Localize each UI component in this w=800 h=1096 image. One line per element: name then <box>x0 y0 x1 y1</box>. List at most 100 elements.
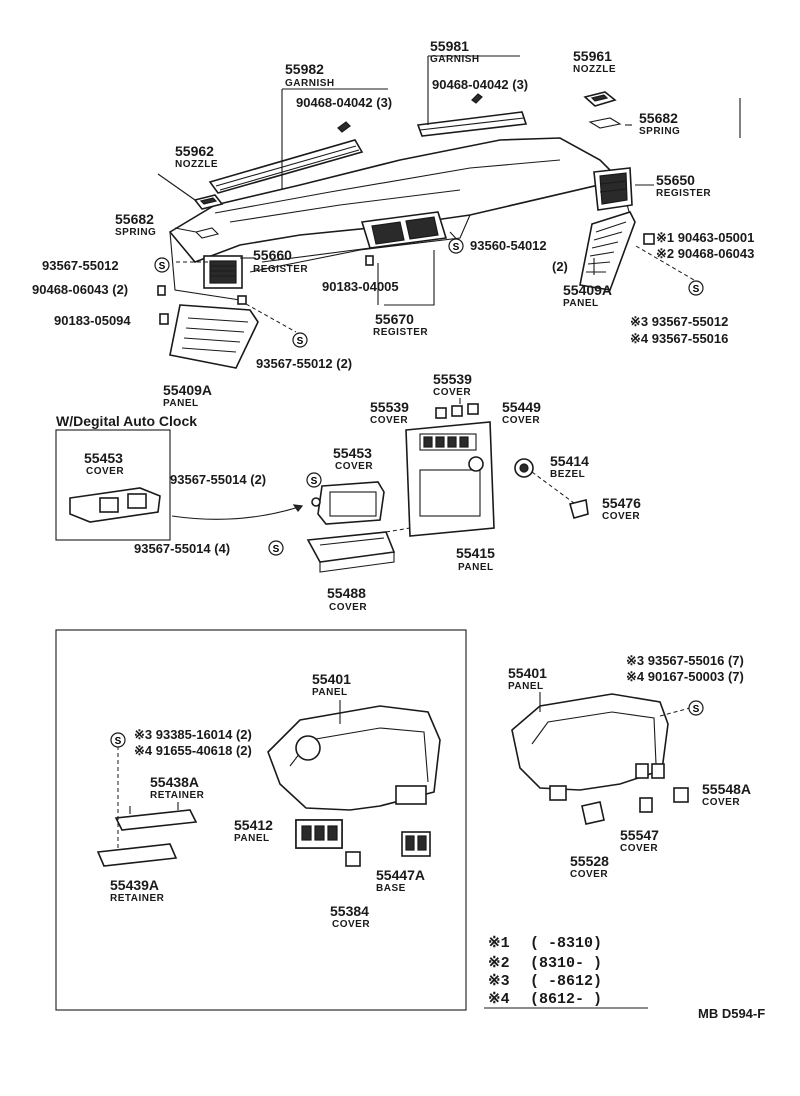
svg-text:55670: 55670 <box>375 311 414 327</box>
retainer-55438a <box>114 802 198 831</box>
svg-text:55438A: 55438A <box>150 774 199 790</box>
cover-55384 <box>345 851 361 867</box>
svg-text:COVER: COVER <box>570 869 608 880</box>
svg-text:BASE: BASE <box>376 883 406 894</box>
screw-symbol-93567-55012-right: S <box>688 280 704 296</box>
svg-text:PANEL: PANEL <box>508 681 544 692</box>
register-55660 <box>203 255 243 289</box>
svg-text:55401: 55401 <box>312 671 351 687</box>
ref-r16: ※3 93385-16014 (2) <box>134 727 252 742</box>
cover-55547 <box>639 797 653 813</box>
svg-text:SPRING: SPRING <box>639 126 680 137</box>
screw-symbol-93567-55012-left: S <box>154 257 170 273</box>
svg-text:55439A: 55439A <box>110 877 159 893</box>
svg-text:55453: 55453 <box>84 450 123 466</box>
cover-55476 <box>569 499 589 519</box>
svg-text:55981: 55981 <box>430 38 469 54</box>
svg-text:55660: 55660 <box>253 247 292 263</box>
svg-text:BEZEL: BEZEL <box>550 469 585 480</box>
panel-55409a-right <box>579 211 636 291</box>
svg-text:55650: 55650 <box>656 172 695 188</box>
screw-93567-55014-upper <box>311 497 321 507</box>
nozzle-55962-slot <box>199 197 218 205</box>
svg-text:55401: 55401 <box>508 665 547 681</box>
svg-text:55539: 55539 <box>433 371 472 387</box>
svg-text:55384: 55384 <box>330 903 369 919</box>
dashboard-upper-pad <box>168 137 631 301</box>
svg-text:55414: 55414 <box>550 453 589 469</box>
legend-mark-3: ※3 <box>488 973 510 990</box>
svg-text:NOZZLE: NOZZLE <box>175 159 218 170</box>
svg-text:55547: 55547 <box>620 827 659 843</box>
svg-text:REGISTER: REGISTER <box>656 188 711 199</box>
svg-text:55961: 55961 <box>573 48 612 64</box>
clip-55680-top <box>237 295 247 305</box>
leader-lines-upper <box>157 55 741 333</box>
ref-r15: 93567-55014 (4) <box>134 541 230 556</box>
svg-text:55962: 55962 <box>175 143 214 159</box>
spring-55682-right <box>588 117 622 129</box>
svg-text:S: S <box>273 544 280 555</box>
ref-r06: 93567-55012 (2) <box>256 356 352 371</box>
dash-55488 <box>385 527 411 533</box>
dash-55401-right <box>659 707 691 717</box>
ref-r08: 93560-54012 <box>470 238 547 253</box>
clip-90183-04005 <box>365 255 374 266</box>
svg-text:COVER: COVER <box>332 919 370 930</box>
ref-r11: ※2 90468-06043 <box>656 246 754 261</box>
garnish-55982 <box>208 121 364 194</box>
svg-text:55548A: 55548A <box>702 781 751 797</box>
svg-text:RETAINER: RETAINER <box>150 790 205 801</box>
svg-text:55449: 55449 <box>502 399 541 415</box>
screw-symbol-93567-55014-upper: S <box>306 472 322 488</box>
ref-r10: ※1 90463-05001 <box>656 230 754 245</box>
svg-text:NOZZLE: NOZZLE <box>573 64 616 75</box>
svg-text:RETAINER: RETAINER <box>110 893 165 904</box>
cover-55539-b <box>451 405 463 417</box>
svg-text:S: S <box>115 736 122 747</box>
svg-text:COVER: COVER <box>433 387 471 398</box>
svg-text:55447A: 55447A <box>376 867 425 883</box>
ref-r01: 90468-04042 (3) <box>296 95 392 110</box>
panel-55409a-left <box>169 304 259 369</box>
arrow-inset-to-cover <box>171 505 303 520</box>
legend-mark-4: ※4 <box>488 991 510 1008</box>
ref-r17: ※4 91655-40618 (2) <box>134 743 252 758</box>
svg-text:REGISTER: REGISTER <box>373 327 428 338</box>
legend-mark-2: ※2 <box>488 955 510 972</box>
svg-text:SPRING: SPRING <box>115 227 156 238</box>
svg-text:S: S <box>693 704 700 715</box>
legend-range-3: ( -8612) <box>530 973 602 990</box>
svg-text:PANEL: PANEL <box>312 687 348 698</box>
svg-text:GARNISH: GARNISH <box>430 54 480 65</box>
svg-text:55682: 55682 <box>115 211 154 227</box>
nozzle-55961-slot <box>590 94 609 102</box>
register-55670 <box>360 211 448 249</box>
clip-90183-05094 <box>159 313 169 325</box>
screw-symbol-93567-55012-lower: S <box>292 332 308 348</box>
svg-text:COVER: COVER <box>602 511 640 522</box>
svg-text:COVER: COVER <box>86 466 124 477</box>
ref-r18: ※3 93567-55016 (7) <box>626 653 744 668</box>
ref-r12: ※3 93567-55012 <box>630 314 728 329</box>
svg-text:55982: 55982 <box>285 61 324 77</box>
svg-text:55412: 55412 <box>234 817 273 833</box>
svg-text:S: S <box>297 336 304 347</box>
screw-symbol-93567-55014-lower: S <box>268 540 284 556</box>
svg-text:S: S <box>453 242 460 253</box>
